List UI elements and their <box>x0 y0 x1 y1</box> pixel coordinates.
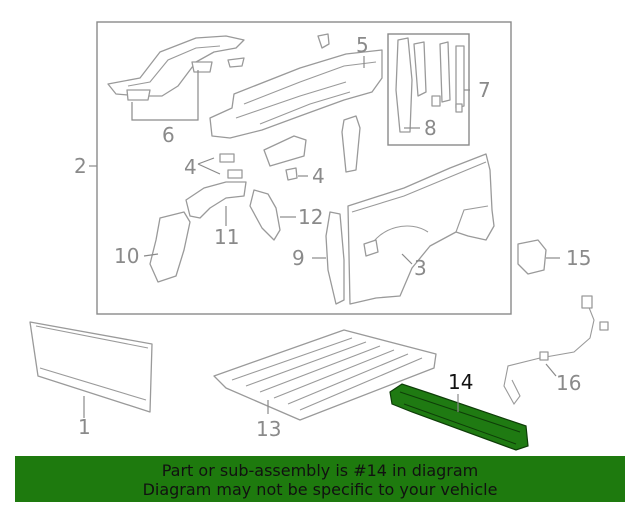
part-11-wheelhouse <box>185 181 247 219</box>
part-9-pillar <box>325 211 345 305</box>
inner-side-panel <box>209 49 383 139</box>
callout-2: 2 <box>74 154 87 178</box>
part-4-clip-b <box>227 169 243 179</box>
callout-9: 9 <box>292 246 305 270</box>
callout-5: 5 <box>356 33 369 57</box>
part-13-bed-floor <box>213 329 437 421</box>
part-14-crossmember-highlighted <box>389 383 529 451</box>
callout-7: 7 <box>478 78 491 102</box>
part-1-tailgate <box>29 321 153 413</box>
assembly-frame <box>96 21 512 315</box>
callout-1: 1 <box>78 415 91 439</box>
callout-16: 16 <box>556 371 581 395</box>
part-16-harness <box>503 295 609 406</box>
callout-12: 12 <box>298 205 323 229</box>
part-7-8-stakes <box>395 37 465 133</box>
parts-diagram: 1 2 3 4 4 5 6 7 8 9 10 11 12 13 14 15 16 <box>29 21 609 451</box>
callout-10: 10 <box>114 244 139 268</box>
callout-15: 15 <box>566 246 591 270</box>
part-12-bracket <box>249 189 281 241</box>
part-15-bracket <box>517 239 547 275</box>
part-3-box-side <box>347 153 495 305</box>
vertical-post <box>341 115 361 173</box>
leader-lines <box>83 56 560 418</box>
callout-13: 13 <box>256 417 281 441</box>
callout-14: 14 <box>448 370 473 394</box>
callout-8: 8 <box>424 116 437 140</box>
center-bracket <box>263 135 307 167</box>
callout-11: 11 <box>214 225 239 249</box>
callout-3: 3 <box>414 256 427 280</box>
part-4-clip-a <box>219 153 235 163</box>
part-6-brace <box>107 35 245 101</box>
part-10-panel <box>149 211 191 283</box>
highlight-notice-banner: Part or sub-assembly is #14 in diagram D… <box>15 456 625 502</box>
callout-6: 6 <box>162 123 175 147</box>
part-4-clip-c <box>285 167 298 181</box>
banner-line-2: Diagram may not be specific to your vehi… <box>142 480 498 499</box>
small-clip <box>317 33 330 49</box>
callout-4b: 4 <box>312 164 325 188</box>
callout-4a: 4 <box>184 155 197 179</box>
banner-line-1: Part or sub-assembly is #14 in diagram <box>161 461 479 480</box>
